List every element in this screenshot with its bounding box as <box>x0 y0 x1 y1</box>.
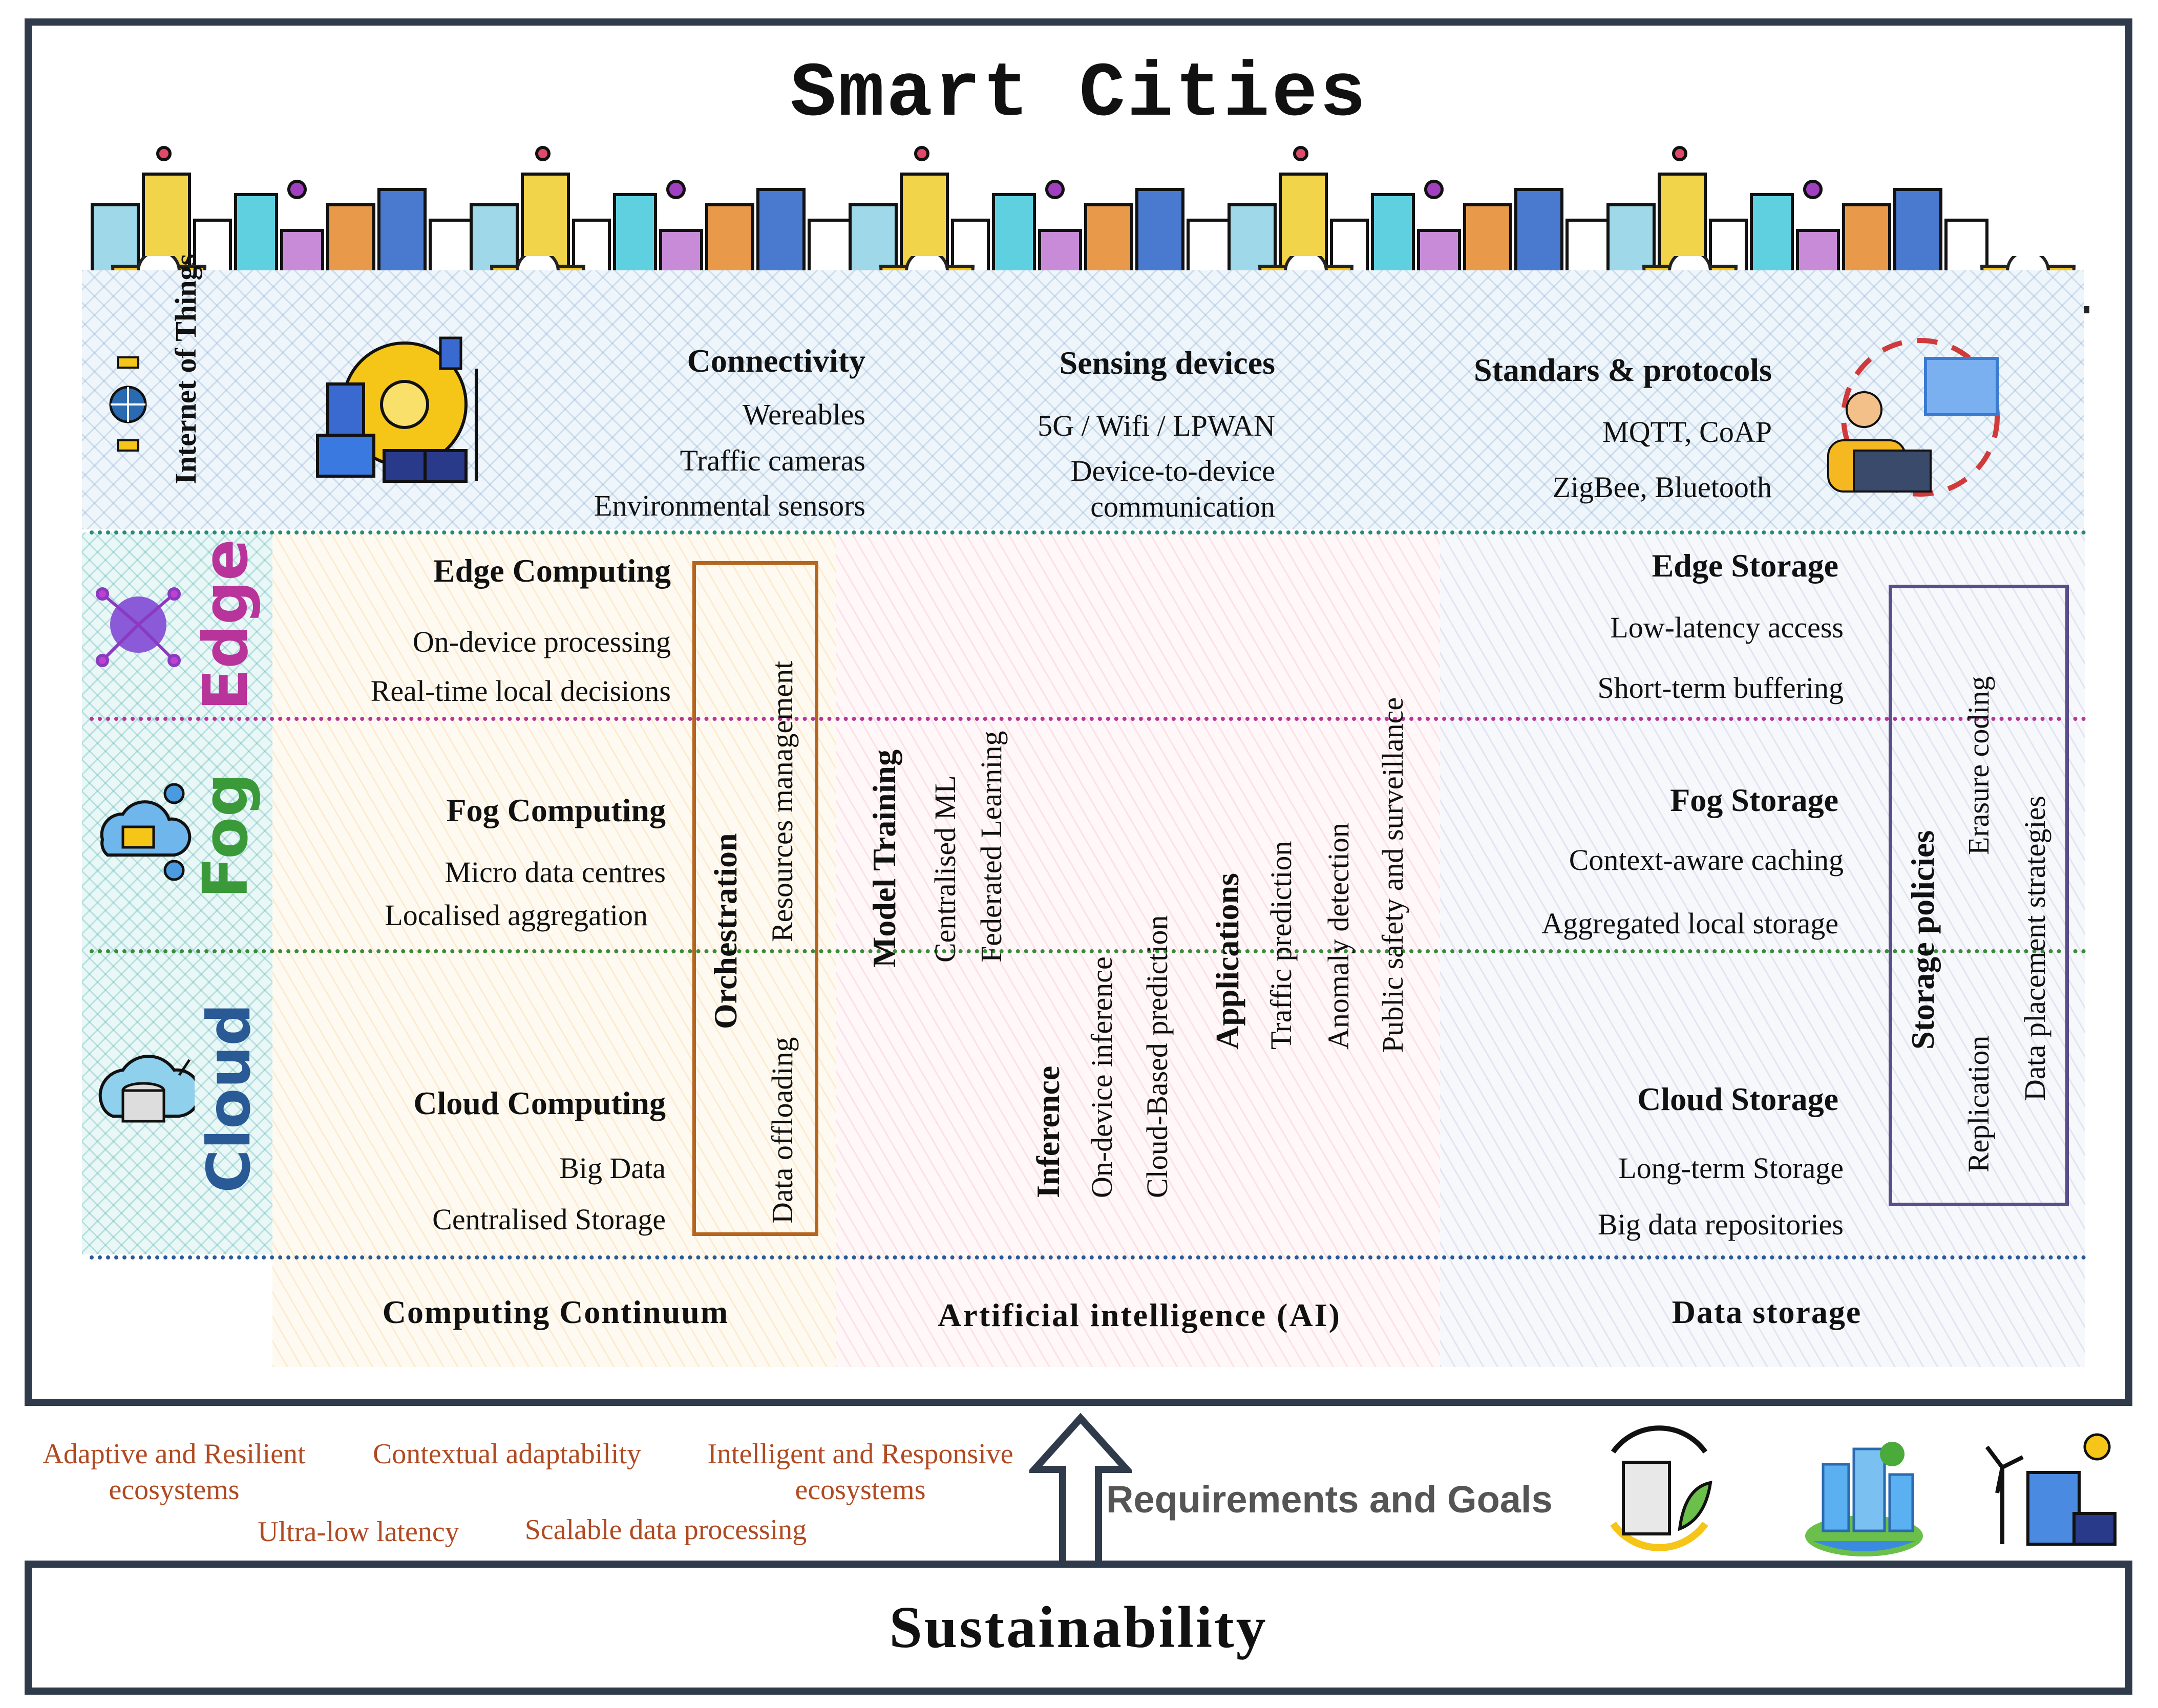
sustainability-footer: Sustainability <box>25 1561 2132 1695</box>
edge-computing-item-2: Real-time local decisions <box>370 674 671 708</box>
standards-heading: Standars & protocols <box>1474 352 1772 388</box>
requirement-3-line-1: Intelligent and Responsive <box>707 1438 1013 1470</box>
inference-item-1: On-device inference <box>1085 956 1118 1198</box>
cloud-storage-item-2: Big data repositories <box>1597 1208 1844 1241</box>
edge-storage-item-2: Short-term buffering <box>1597 671 1844 704</box>
sustainability-label: Sustainability <box>889 1594 1268 1660</box>
requirement-2: Contextual adaptability <box>372 1438 642 1470</box>
smart-energy-icon <box>316 336 478 483</box>
cloud-computing-heading: Cloud Computing <box>413 1085 666 1121</box>
sensing-heading: Sensing devices <box>1059 345 1275 381</box>
fog-icon <box>100 783 192 881</box>
remote-worker-icon <box>1827 338 2000 497</box>
cloud-storage-heading: Cloud Storage <box>1637 1081 1838 1117</box>
edge-computing-item-1: On-device processing <box>412 625 671 658</box>
connectivity-heading: Connectivity <box>687 343 865 379</box>
separator-edge-fog <box>90 717 2087 721</box>
model-training-item-2: Federated Learning <box>975 731 1008 963</box>
layer-label-fog: Fog <box>191 773 262 899</box>
applications-item-3: Public safety and surveillance <box>1376 697 1409 1053</box>
fog-storage-heading: Fog Storage <box>1670 782 1838 818</box>
separator-iot-edge <box>90 530 2087 535</box>
requirement-5: Scalable data processing <box>524 1514 807 1546</box>
inference-heading: Inference <box>1030 1065 1066 1198</box>
applications-item-1: Traffic prediction <box>1264 841 1298 1050</box>
renewable-building-icon <box>1985 1433 2117 1546</box>
sensing-item-3: communication <box>1090 490 1275 523</box>
green-building-icon <box>1610 1425 1712 1551</box>
model-training-item-1: Centralised ML <box>928 775 962 963</box>
fog-storage-item-2: Aggregated local storage <box>1541 907 1838 940</box>
layer-label-iot: Internet of Things <box>169 253 202 484</box>
storage-policies-item-3: Replication <box>1962 1035 1995 1172</box>
layer-label-column <box>82 532 272 1254</box>
cloud-storage-item-1: Long-term Storage <box>1618 1151 1844 1185</box>
cloud-icon <box>98 1055 195 1123</box>
orchestration-item-1: Resources management <box>766 660 799 942</box>
fog-storage-item-1: Context-aware caching <box>1569 843 1844 877</box>
standards-item-1: MQTT, CoAP <box>1602 415 1772 449</box>
requirement-3-line-2: ecosystems <box>795 1474 926 1506</box>
requirement-1-line-1: Adaptive and Resilient <box>43 1438 306 1470</box>
requirement-1-line-2: ecosystems <box>109 1474 240 1506</box>
connectivity-item-3: Environmental sensors <box>594 489 865 522</box>
orchestration-item-2: Data offloading <box>766 1037 799 1224</box>
layer-label-edge: Edge <box>191 539 262 711</box>
iot-band <box>82 270 2084 529</box>
connectivity-item-2: Traffic cameras <box>680 444 865 477</box>
green-earth-city-icon <box>1805 1442 1923 1556</box>
requirement-4: Ultra-low latency <box>258 1516 459 1548</box>
column-title-storage: Data storage <box>1672 1294 1862 1330</box>
edge-storage-item-1: Low-latency access <box>1610 611 1844 644</box>
diagram-title: Smart Cities <box>790 51 1368 138</box>
orchestration-box <box>692 561 818 1236</box>
layer-label-cloud: Cloud <box>195 1003 264 1193</box>
cloud-computing-item-1: Big Data <box>559 1151 666 1185</box>
edge-icon <box>96 587 181 667</box>
storage-policies-heading: Storage policies <box>1905 830 1941 1050</box>
storage-policies-item-1: Erasure coding <box>1962 676 1995 855</box>
inference-item-2: Cloud-Based prediction <box>1140 915 1174 1198</box>
sensing-item-2: Device-to-device <box>1070 454 1275 487</box>
requirements-label: Requirements and Goals <box>1106 1478 1553 1521</box>
column-title-ai: Artificial intelligence (AI) <box>938 1297 1341 1333</box>
model-training-heading: Model Training <box>866 749 902 968</box>
standards-item-2: ZigBee, Bluetooth <box>1552 471 1772 504</box>
applications-heading: Applications <box>1209 873 1245 1050</box>
orchestration-heading: Orchestration <box>707 833 744 1029</box>
edge-computing-heading: Edge Computing <box>433 552 671 589</box>
storage-policies-item-2: Data placement strategies <box>2018 796 2051 1101</box>
separator-cloud-columns <box>90 1255 2087 1259</box>
column-title-computing: Computing Continuum <box>382 1294 729 1330</box>
applications-item-2: Anomaly detection <box>1322 823 1355 1050</box>
edge-storage-heading: Edge Storage <box>1652 547 1838 584</box>
connectivity-item-1: Wereables <box>742 398 865 431</box>
cloud-computing-item-2: Centralised Storage <box>432 1203 666 1236</box>
fog-computing-heading: Fog Computing <box>446 792 666 828</box>
sensing-item-1: 5G / Wifi / LPWAN <box>1038 409 1275 442</box>
separator-fog-cloud <box>90 949 2087 953</box>
iot-icon <box>109 356 147 452</box>
storage-policies-box <box>1889 585 2069 1206</box>
fog-computing-item-2: Localised aggregation <box>385 899 648 932</box>
fog-computing-item-1: Micro data centres <box>445 856 666 889</box>
